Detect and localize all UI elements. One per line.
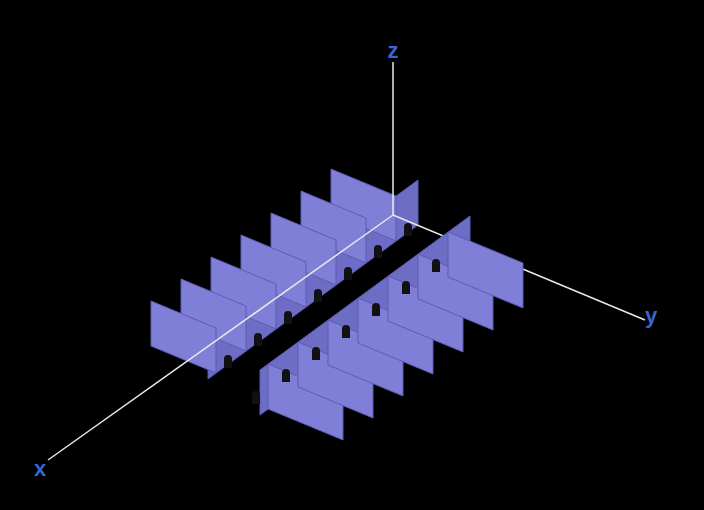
rail-notch (254, 333, 262, 346)
fin-plate (151, 301, 216, 373)
rail-notch (432, 259, 440, 272)
rail-notch (224, 355, 232, 368)
rail-notch (402, 281, 410, 294)
x-axis-label: x (34, 458, 46, 480)
rail-notch (312, 347, 320, 360)
rail-notch (404, 223, 412, 236)
y-axis-label: y (645, 305, 657, 327)
z-axis (392, 62, 394, 215)
rail-notch (372, 303, 380, 316)
rail-notch (282, 369, 290, 382)
fin-plate (448, 232, 523, 308)
rail-notch (342, 325, 350, 338)
z-axis-label: z (388, 40, 399, 62)
fin-rows-front (252, 216, 523, 440)
rail-notch (344, 267, 352, 280)
rail-notch (252, 391, 260, 404)
rail-notch (374, 245, 382, 258)
rail-notch (284, 311, 292, 324)
rail-notch (314, 289, 322, 302)
